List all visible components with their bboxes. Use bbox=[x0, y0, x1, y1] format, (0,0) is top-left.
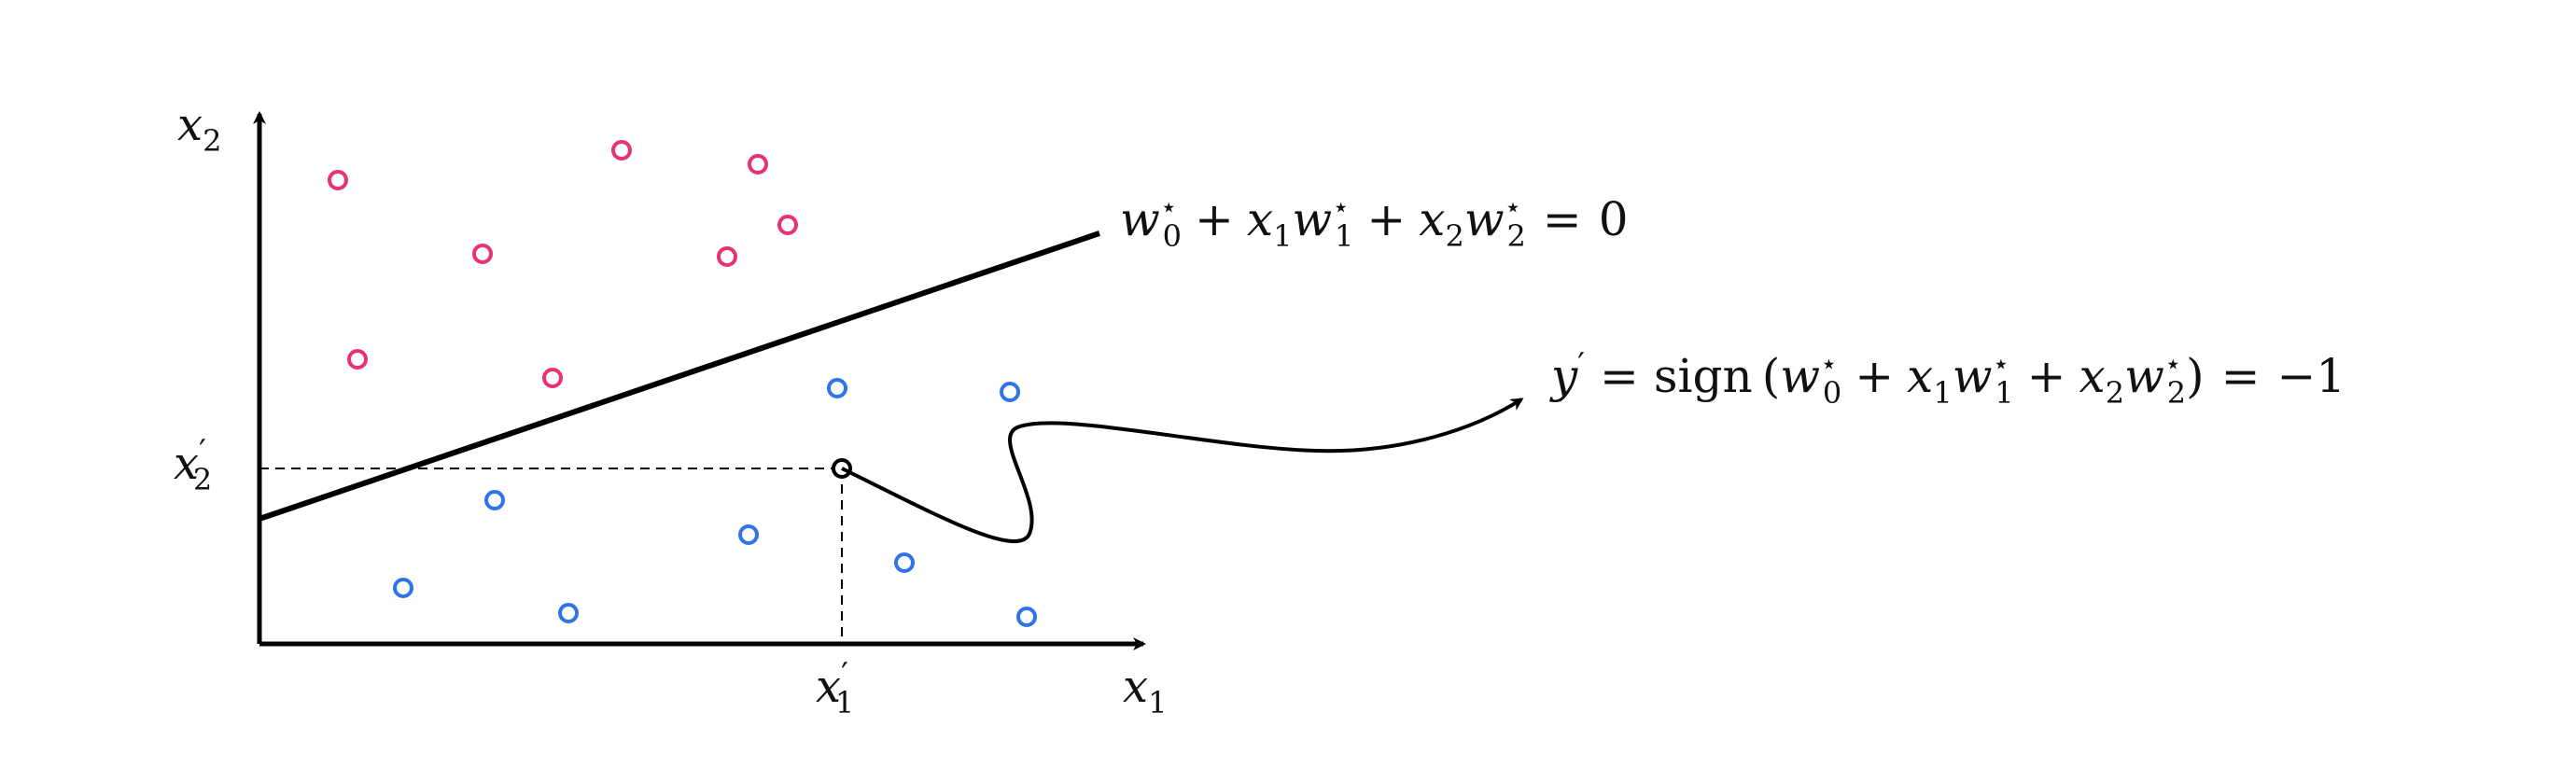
negative-point bbox=[558, 603, 579, 623]
y-axis-label: x2 bbox=[177, 99, 221, 159]
x-axis-label: x1 bbox=[1123, 661, 1167, 720]
positive-point bbox=[542, 368, 563, 388]
positive-point bbox=[748, 154, 768, 175]
positive-point bbox=[347, 349, 368, 370]
negative-point bbox=[484, 490, 505, 510]
negative-point bbox=[393, 578, 413, 598]
positive-point bbox=[328, 170, 348, 190]
negative-class-points bbox=[393, 378, 1037, 627]
positive-point bbox=[611, 140, 632, 161]
query-y-tick-label: x′2 bbox=[174, 433, 212, 497]
query-x-tick-label: x′1 bbox=[816, 656, 854, 720]
decision-boundary bbox=[259, 230, 1100, 522]
positive-point bbox=[777, 215, 798, 235]
negative-point bbox=[1016, 607, 1037, 627]
positive-class-points bbox=[328, 140, 798, 388]
negative-point bbox=[1000, 382, 1020, 402]
prediction-equation-label: y′=sign(w⋆0+x1w⋆1+x2w⋆2)=−1 bbox=[1549, 346, 2345, 411]
positive-point bbox=[717, 246, 737, 267]
negative-point bbox=[827, 378, 847, 398]
negative-point bbox=[738, 524, 759, 545]
prediction-arrow bbox=[841, 398, 1524, 544]
positive-point bbox=[472, 244, 493, 264]
boundary-equation-label: w⋆0+x1w⋆1+x2w⋆2=0 bbox=[1120, 191, 1629, 254]
negative-point bbox=[894, 552, 915, 573]
